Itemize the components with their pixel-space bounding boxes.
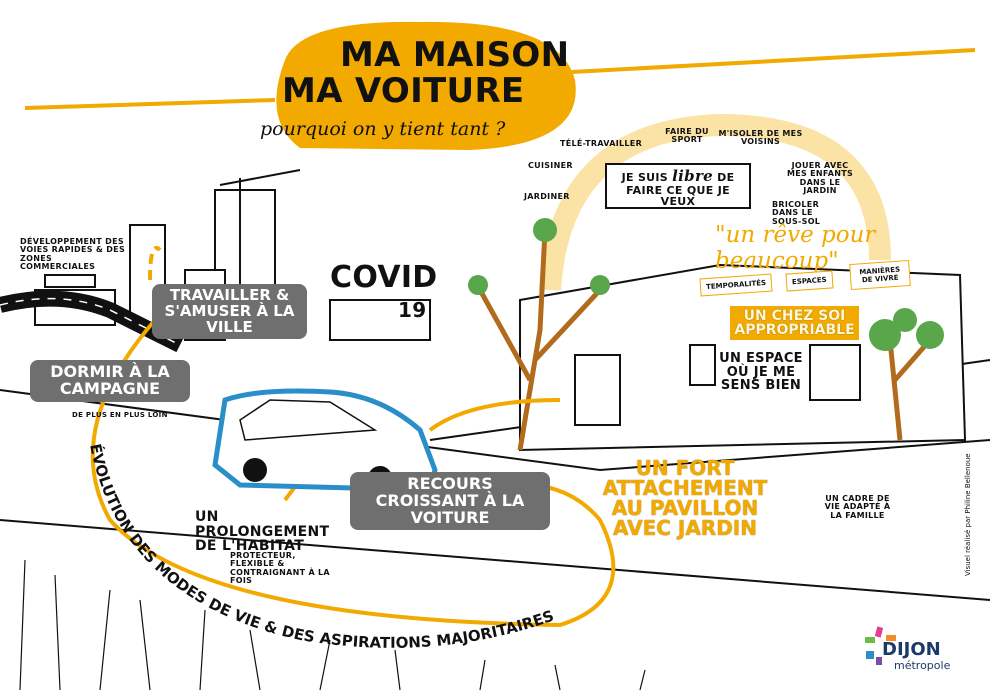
activity-bricoler: BRICOLER DANS LE SOUS-SOL bbox=[772, 200, 821, 226]
dormir-detail: DE PLUS EN PLUS LOIN bbox=[72, 411, 168, 419]
evolution-textpath: ÉVOLUTION DES MODES DE VIE & DES ASPIRAT… bbox=[86, 442, 556, 652]
dijon-logo: DIJON métropole bbox=[860, 625, 950, 685]
title-subtitle: pourquoi on y tient tant ? bbox=[260, 118, 506, 140]
speech-bubble: JE SUIS libre DE FAIRE CE QUE JE VEUX bbox=[605, 163, 751, 209]
covid-word: COVID bbox=[330, 260, 438, 295]
bubble-after: DE bbox=[717, 171, 735, 184]
bubble-emph: libre bbox=[672, 167, 713, 185]
recours-label: RECOURS CROISSANT À LA VOITURE bbox=[350, 472, 550, 531]
credit-text: Visuel réalisé par Philine Bellenoue bbox=[964, 453, 972, 576]
dream-quote: "un rêve pour beaucoup" bbox=[715, 222, 876, 274]
developpement-label: DÉVELOPPEMENT DES VOIES RAPIDES & DES ZO… bbox=[20, 237, 126, 272]
logo-petals-icon bbox=[865, 626, 896, 665]
activity-sport: FAIRE DU SPORT bbox=[665, 127, 709, 145]
travailler-label: TRAVAILLER & S'AMUSER À LA VILLE bbox=[152, 284, 307, 340]
prolongement-detail: PROTECTEUR, FLEXIBLE & CONTRAIGNANT À LA… bbox=[230, 551, 330, 586]
title-line2: MA VOITURE bbox=[282, 71, 525, 111]
logo-name: DIJON bbox=[882, 639, 941, 660]
covid-num: 19 bbox=[398, 298, 427, 322]
prolongement-title: UN PROLONGEMENT DE L'HABITAT bbox=[195, 509, 330, 555]
activity-cuisiner: CUISINER bbox=[528, 161, 573, 170]
logo-sub: métropole bbox=[894, 659, 951, 672]
espace-label: UN ESPACE OÙ JE ME SENS BIEN bbox=[719, 351, 803, 394]
dormir-label: DORMIR À LA CAMPAGNE bbox=[30, 360, 190, 402]
title-line1: MA MAISON bbox=[340, 35, 570, 75]
cadre-label: UN CADRE DE VIE ADAPTÉ À LA FAMILLE bbox=[824, 494, 891, 520]
evolution-text: ÉVOLUTION DES MODES DE VIE & DES ASPIRAT… bbox=[86, 442, 556, 652]
bubble-line2: FAIRE CE QUE JE VEUX bbox=[626, 183, 730, 209]
attachement-label: UN FORT ATTACHEMENT AU PAVILLON AVEC JAR… bbox=[602, 456, 768, 540]
activity-jardiner: JARDINER bbox=[524, 192, 570, 201]
chez-soi-label: UN CHEZ SOI APPROPRIABLE bbox=[730, 306, 859, 340]
bubble-before: JE SUIS bbox=[621, 171, 669, 184]
activity-isoler: M'ISOLER DE MES VOISINS bbox=[718, 129, 803, 147]
activity-teletravail: TÉLÉ-TRAVAILLER bbox=[560, 139, 643, 148]
activity-jouer: JOUER AVEC MES ENFANTS DANS LE JARDIN bbox=[786, 161, 854, 196]
